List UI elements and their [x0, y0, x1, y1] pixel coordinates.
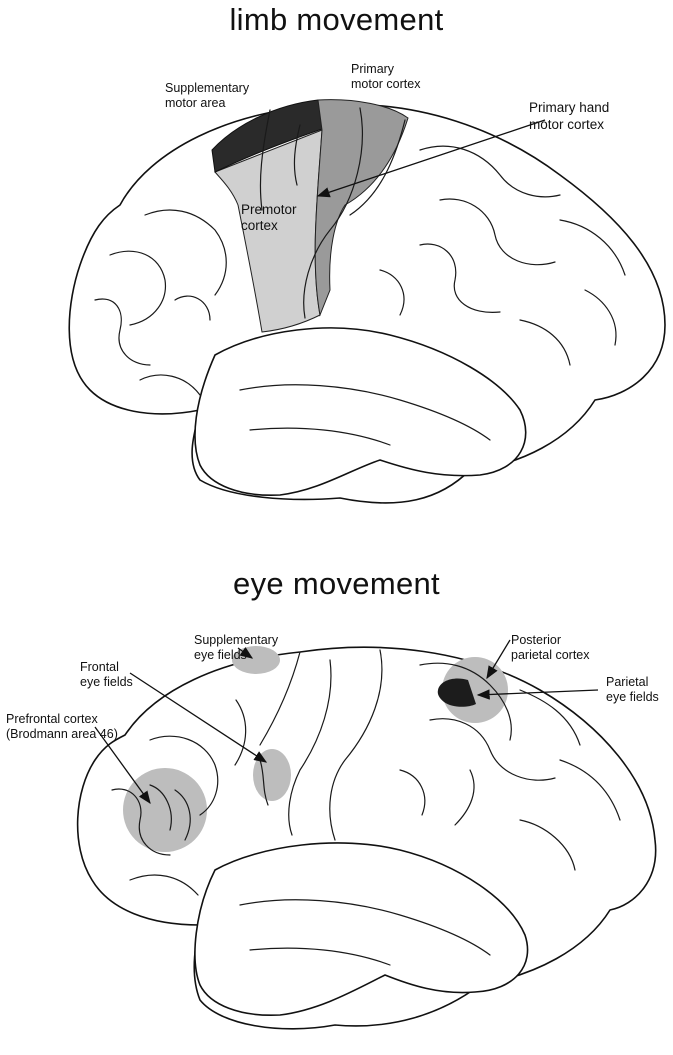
posterior-parietal-cortex-label: Posterior parietal cortex — [511, 633, 590, 663]
prefrontal-cortex-region — [123, 768, 207, 852]
supplementary-eye-fields-label: Supplementary eye fields — [194, 633, 278, 663]
prefrontal-cortex-label: Prefrontal cortex (Brodmann area 46) — [6, 712, 118, 742]
parietal-eye-fields-label: Parietal eye fields — [606, 675, 659, 705]
frontal-eye-fields-label: Frontal eye fields — [80, 660, 133, 690]
